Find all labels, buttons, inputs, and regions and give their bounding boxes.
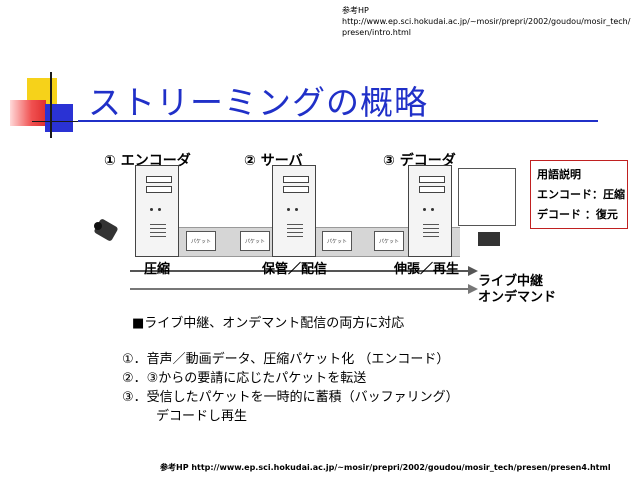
server-pc-icon bbox=[272, 165, 316, 257]
encoder-pc-icon bbox=[135, 165, 179, 257]
glossary-box: 用語説明 エンコード：圧縮 デコード ：復元 bbox=[530, 160, 628, 229]
decor-horizontal-line bbox=[32, 121, 82, 122]
flow-arrow-main bbox=[130, 270, 470, 272]
list-item-continuation: デコードし再生 bbox=[156, 409, 248, 424]
top-reference-url-2: presen/intro.html bbox=[342, 28, 412, 37]
glossary-item-encode: エンコード：圧縮 bbox=[537, 188, 625, 201]
top-reference-label: 参考HP bbox=[342, 6, 369, 15]
decor-vertical-line bbox=[50, 72, 52, 138]
flow-arrow-ondemand bbox=[130, 288, 470, 290]
glossary-item-decode: デコード ：復元 bbox=[537, 208, 618, 221]
steps-list: ①．音声／動画データ、圧縮パケット化 （エンコード） ②．③からの要請に応じたパ… bbox=[122, 350, 459, 426]
slide-title: ストリーミングの概略 bbox=[88, 83, 428, 122]
phase-store-deliver: 保管／配信 bbox=[262, 262, 328, 277]
monitor-icon bbox=[458, 168, 516, 226]
decor-red-square bbox=[10, 100, 46, 126]
monitor-base-icon bbox=[478, 232, 500, 246]
video-camera-icon bbox=[94, 219, 118, 241]
bottom-reference: 参考HP http://www.ep.sci.hokudai.ac.jp/~mo… bbox=[160, 463, 611, 472]
top-reference: 参考HP http://www.ep.sci.hokudai.ac.jp/~mo… bbox=[342, 5, 637, 38]
title-underline bbox=[78, 120, 598, 122]
packet-2: パケット bbox=[240, 231, 270, 251]
phase-compress: 圧縮 bbox=[144, 262, 171, 277]
packet-1: パケット bbox=[186, 231, 216, 251]
list-item: ②．③からの要請に応じたパケットを転送 bbox=[122, 371, 367, 386]
glossary-title: 用語説明 bbox=[537, 168, 581, 181]
packet-4: パケット bbox=[374, 231, 404, 251]
top-reference-url-1: http://www.ep.sci.hokudai.ac.jp/~mosir/p… bbox=[342, 17, 631, 26]
phase-expand-play: 伸張／再生 bbox=[394, 262, 460, 277]
decor-blue-square bbox=[45, 104, 73, 132]
decoder-pc-icon bbox=[408, 165, 452, 257]
list-item: ①．音声／動画データ、圧縮パケット化 （エンコード） bbox=[122, 352, 450, 367]
flow-arrow-main-head bbox=[468, 266, 478, 276]
list-item: ③．受信したパケットを一時的に蓄積（バッファリング） bbox=[122, 390, 459, 405]
packet-3: パケット bbox=[322, 231, 352, 251]
mode-ondemand: オンデマンド bbox=[478, 290, 557, 305]
flow-arrow-ondemand-head bbox=[468, 284, 478, 294]
body-heading: ■ライブ中継、オンデマント配信の両方に対応 bbox=[132, 316, 405, 331]
mode-live: ライブ中継 bbox=[478, 274, 544, 289]
